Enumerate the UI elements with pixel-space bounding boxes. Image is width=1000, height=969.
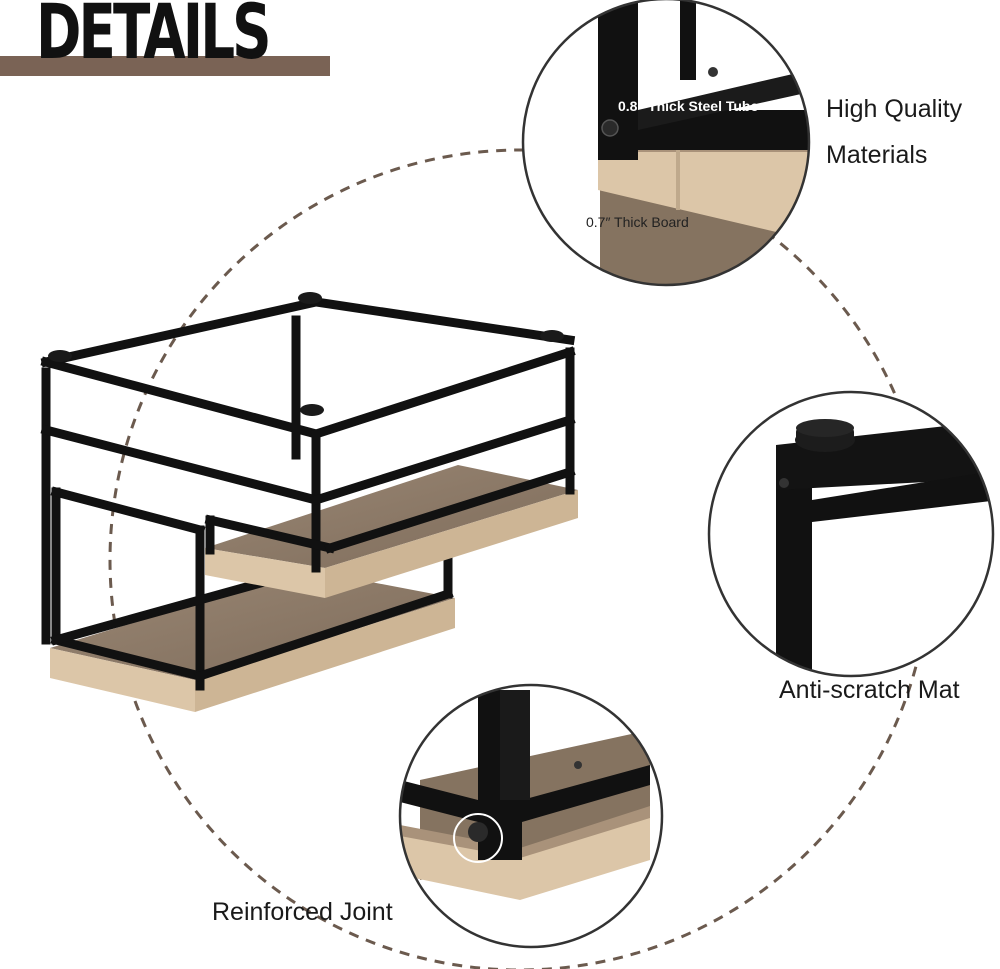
steel-tube-label: 0.8″ Thick Steel Tube: [618, 98, 759, 114]
heading-accent-bar: [0, 56, 330, 76]
detail-circle-joint: [398, 683, 664, 949]
detail-circle-materials: [521, 0, 811, 287]
shelf-bottom: [50, 486, 455, 712]
reinforced-joint-label: Reinforced Joint: [212, 898, 393, 926]
board-thickness-label: 0.7″ Thick Board: [586, 214, 689, 230]
page-title: DETAILS: [36, 0, 272, 76]
detail-circle-mat: [707, 390, 995, 678]
anti-scratch-label: Anti-scratch Mat: [779, 676, 960, 704]
materials-label: High Quality Materials: [826, 95, 963, 169]
shelf-top: [40, 292, 578, 645]
